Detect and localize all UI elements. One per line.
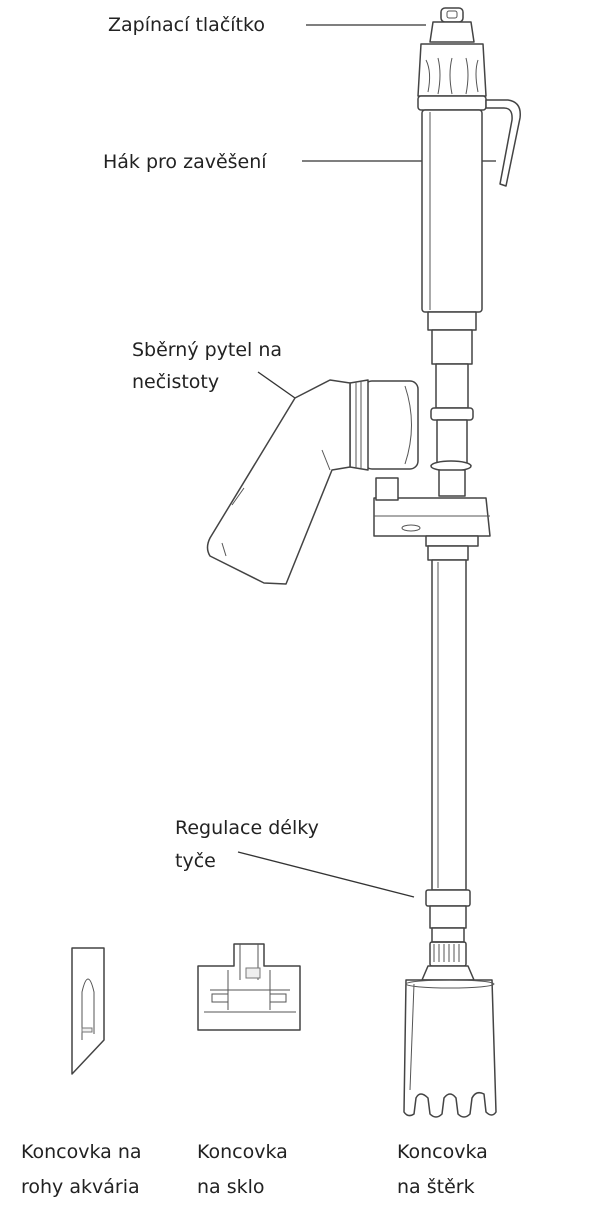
label-length-adjust-2: tyče bbox=[175, 850, 216, 872]
power-button-icon bbox=[429, 7, 475, 43]
leader-dirt-bag bbox=[257, 371, 296, 399]
label-gravel-tip-1: Koncovka bbox=[397, 1141, 488, 1163]
dirt-bag-icon bbox=[206, 379, 419, 585]
label-gravel-tip-2: na štěrk bbox=[397, 1176, 475, 1198]
corner-tip-icon bbox=[71, 947, 105, 1075]
label-dirt-bag-1: Sběrný pytel na bbox=[132, 339, 282, 361]
glass-tip-icon bbox=[197, 943, 301, 1031]
hanging-hook-icon bbox=[485, 99, 521, 187]
leader-length-adjust bbox=[237, 851, 415, 898]
label-hanging-hook: Hák pro zavěšení bbox=[103, 151, 267, 173]
gravel-nozzle-icon bbox=[403, 979, 497, 1118]
label-power-button: Zapínací tlačítko bbox=[108, 14, 265, 36]
label-corner-tip-1: Koncovka na bbox=[21, 1141, 142, 1163]
lower-tube-icon bbox=[427, 545, 469, 891]
label-length-adjust-1: Regulace délky bbox=[175, 817, 319, 839]
label-glass-tip-1: Koncovka bbox=[197, 1141, 288, 1163]
pump-head-icon bbox=[417, 43, 487, 111]
upper-tube-icon bbox=[421, 109, 483, 497]
label-corner-tip-2: rohy akvária bbox=[21, 1176, 140, 1198]
junction-block-icon bbox=[373, 477, 491, 547]
length-adjust-collar-icon bbox=[421, 889, 475, 981]
label-glass-tip-2: na sklo bbox=[197, 1176, 265, 1198]
label-dirt-bag-2: nečistoty bbox=[132, 371, 219, 393]
